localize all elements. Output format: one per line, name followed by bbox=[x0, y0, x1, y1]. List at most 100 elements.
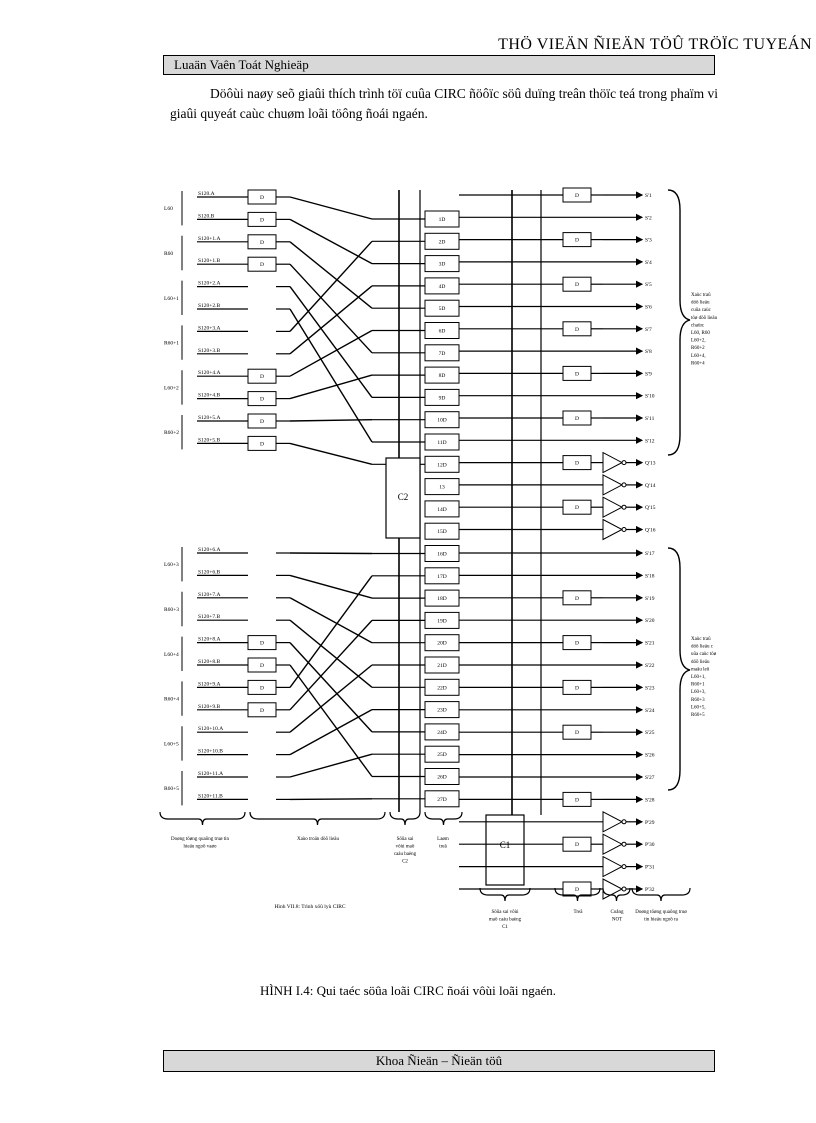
brace-note-bottom-line: L60+5, bbox=[691, 705, 706, 710]
brace-note-top-line: töø döõ lieäu bbox=[691, 316, 718, 321]
footer-bar: Khoa Ñieän – Ñieän töû bbox=[163, 1050, 715, 1072]
brace-bottom bbox=[667, 547, 691, 791]
output-delay-label: D bbox=[575, 505, 579, 511]
output-delay-label: D bbox=[575, 416, 579, 422]
output-delay-label: D bbox=[575, 887, 579, 893]
deinterleave-wire bbox=[289, 241, 373, 309]
input-label: S120+9.B bbox=[198, 704, 221, 710]
brace-note-top-line: L60+2, bbox=[691, 339, 706, 344]
input-label: S120+1.A bbox=[198, 236, 221, 242]
output-label: S'7 bbox=[645, 327, 652, 333]
brace-note-top-line: L60, R60 bbox=[691, 331, 710, 336]
label-output-stream: tin hieäu ngoõ ra bbox=[644, 918, 679, 923]
deinterleave-wire bbox=[289, 240, 373, 332]
input-label: S120+4.A bbox=[198, 370, 221, 376]
output-label: S'19 bbox=[645, 596, 655, 602]
output-label: S'12 bbox=[645, 438, 655, 444]
deinterleave-wire bbox=[289, 708, 373, 756]
input-label: S120+2.A bbox=[198, 281, 221, 287]
channel-label: R60+3 bbox=[164, 607, 179, 613]
not-bubble bbox=[621, 527, 627, 532]
not-gate bbox=[602, 878, 624, 900]
output-label: P'29 bbox=[645, 820, 655, 826]
output-label: P'30 bbox=[645, 842, 655, 848]
output-label: S'2 bbox=[645, 215, 652, 221]
brace-not bbox=[602, 887, 631, 902]
output-label: S'1 bbox=[645, 193, 652, 199]
deinterleave-wire bbox=[289, 642, 373, 733]
not-gate bbox=[602, 496, 624, 519]
label-delay-column: treã bbox=[439, 845, 447, 850]
output-delay-label: D bbox=[575, 461, 579, 467]
not-bubble bbox=[621, 886, 627, 892]
label-c2-correction: caáu baèng bbox=[394, 852, 417, 857]
not-bubble bbox=[621, 460, 627, 466]
center-box-label: 6D bbox=[439, 329, 446, 335]
label-not-gate: Coång bbox=[610, 909, 624, 915]
not-bubble bbox=[621, 819, 627, 825]
delay-label: D bbox=[260, 374, 264, 380]
output-label: Q'16 bbox=[645, 528, 656, 534]
center-box-label: 23D bbox=[437, 708, 447, 714]
label-input-stream: Doøng töøng quaõng truø tin bbox=[171, 837, 230, 842]
center-delay-box bbox=[424, 478, 460, 496]
brace-input-stream bbox=[159, 811, 246, 826]
center-box-label: 7D bbox=[439, 351, 446, 357]
output-label: Q'15 bbox=[645, 505, 656, 511]
output-label: S'25 bbox=[645, 730, 655, 736]
center-box-label: 15D bbox=[437, 529, 447, 535]
intro-text: Döôùi naøy seõ giaûi thích trình töï cuû… bbox=[170, 86, 719, 121]
deinterleave-wire bbox=[289, 286, 373, 398]
output-label: S'26 bbox=[645, 753, 655, 759]
center-box-label: 1D bbox=[439, 217, 446, 223]
input-label: S120+4.B bbox=[198, 393, 221, 399]
center-delay-box bbox=[424, 500, 460, 518]
channel-label: R60+1 bbox=[164, 341, 179, 347]
label-c2-correction: C2 bbox=[402, 860, 408, 865]
deinterleave-wire bbox=[289, 664, 373, 777]
brace-note-bottom-line: R60+3 bbox=[691, 698, 705, 703]
brace-note-top-line: R60+4 bbox=[691, 361, 705, 366]
output-label: S'22 bbox=[645, 663, 655, 669]
site-title: THÖ VIEÄN ÑIEÄN TÖÛ TRÖÏC TUYEÁN bbox=[498, 36, 812, 53]
brace-note-bottom-line: L60+1, bbox=[691, 675, 706, 680]
deinterleave-wire bbox=[289, 574, 373, 599]
deinterleave-wire bbox=[289, 196, 373, 220]
deinterleave-wire bbox=[289, 619, 373, 711]
output-delay-label: D bbox=[575, 282, 579, 288]
input-label: S120+3.B bbox=[198, 348, 221, 354]
delay-label: D bbox=[260, 419, 264, 425]
delay-label: D bbox=[260, 663, 264, 669]
input-label: S120+10.B bbox=[198, 749, 223, 755]
label-c1-correction: Söûa sai vôùi bbox=[492, 910, 520, 915]
input-label: S120+10.A bbox=[198, 726, 223, 732]
brace-note-bottom-line: R60+5 bbox=[691, 713, 705, 718]
intro-paragraph: Döôùi naøy seõ giaûi thích trình töï cuû… bbox=[170, 84, 730, 124]
output-label: S'23 bbox=[645, 685, 655, 691]
brace-delay2 bbox=[554, 887, 601, 902]
input-label: S120+7.B bbox=[198, 614, 221, 620]
output-label: S'11 bbox=[645, 416, 655, 422]
label-delay2: Treã bbox=[574, 910, 584, 915]
output-label: Q'13 bbox=[645, 461, 656, 467]
deinterleave-wire bbox=[289, 753, 373, 778]
brace-note-bottom-line: döõ lieäu c bbox=[691, 645, 714, 650]
brace-deinterleave bbox=[249, 811, 386, 826]
output-delay-label: D bbox=[575, 371, 579, 377]
center-box-label: 21D bbox=[437, 663, 447, 669]
center-box-label: 10D bbox=[437, 418, 447, 424]
brace-delay-column bbox=[424, 811, 463, 826]
delay-label: D bbox=[260, 441, 264, 447]
label-c2-correction: Söûa sai bbox=[397, 837, 414, 842]
label-output-stream: Doøng töøng quaõng truø bbox=[635, 910, 687, 915]
deinterleave-wire bbox=[289, 308, 373, 443]
c1-decoder-box bbox=[485, 814, 525, 886]
channel-label: L60+5 bbox=[164, 741, 179, 747]
output-label: S'21 bbox=[645, 641, 655, 647]
center-box-label: 16D bbox=[437, 552, 447, 558]
input-label: S120+2.B bbox=[198, 303, 221, 309]
delay-label: D bbox=[260, 195, 264, 201]
deinterleave-wire bbox=[289, 575, 373, 688]
deinterleave-wire bbox=[289, 374, 373, 400]
center-box-label: 26D bbox=[437, 775, 447, 781]
